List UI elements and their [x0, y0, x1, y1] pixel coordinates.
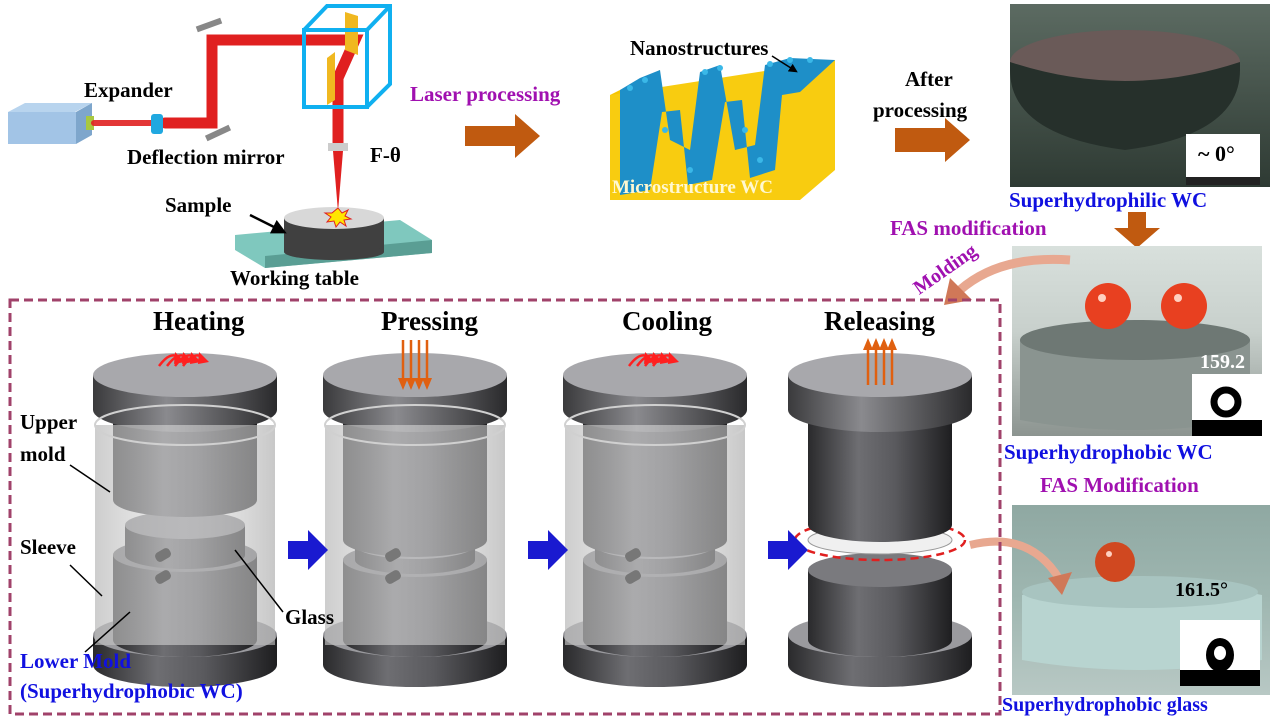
mold-assemblies: [93, 338, 972, 687]
label-lower-mold-sub: (Superhydrophobic WC): [20, 679, 243, 703]
upper-mold-3-bottom: [808, 508, 952, 542]
step-arrow-1: [288, 530, 328, 570]
molding-arrowhead: [944, 278, 972, 305]
press-arrowhead-icon: [422, 378, 432, 390]
upper-mold-cap-0-top: [93, 353, 277, 397]
photo-superhydrophilic-wc: [1010, 4, 1270, 187]
laser-aperture: [86, 116, 94, 130]
step-arrow-2: [528, 530, 568, 570]
pin-icon-0: [155, 548, 171, 562]
label-microstructure-wc: Microstructure WC: [612, 177, 773, 198]
release-arrowhead-icon: [871, 338, 881, 350]
mirror-1: [195, 17, 223, 33]
sleeve-rim-1: [324, 404, 506, 446]
pin-icon-1: [385, 548, 401, 562]
galvo-mirror-1: [345, 12, 358, 55]
laser-source: [8, 112, 76, 144]
galvo-scanner-box: [302, 4, 392, 109]
label-working-table: Working table: [230, 266, 359, 290]
sleeve-rim-0: [94, 404, 276, 446]
laser-setup: [8, 4, 432, 268]
sample-disk-bottom: [284, 244, 384, 260]
microstructure-diagram: [610, 55, 835, 200]
label-processing: processing: [873, 98, 968, 122]
nanostructures-pointer: [771, 55, 798, 73]
upper-mold-cap-2-top: [563, 353, 747, 397]
label-laser-processing: Laser processing: [410, 82, 561, 106]
pin-icon-2: [625, 548, 641, 562]
molding-arrow: [957, 254, 1071, 294]
step-arrows: [288, 530, 808, 570]
sleeve-rim-2: [564, 404, 746, 446]
pin-icon-b-1: [385, 570, 401, 584]
label-fas-modification: FAS modification: [890, 216, 1047, 240]
press-arrowhead-icon: [398, 378, 408, 390]
laser-source-top: [8, 103, 92, 112]
label-f-theta: F-θ: [370, 143, 401, 167]
upper-mold-cap-2-bottom: [563, 388, 747, 432]
contact-angle-superhydrophilic: ~ 0°: [1198, 141, 1235, 166]
step-heading-heating: Heating: [153, 306, 245, 336]
release-arrowhead-icon: [887, 338, 897, 350]
contact-angle-superhydrophobic-wc: 159.2: [1200, 351, 1245, 373]
laser-source-side: [76, 103, 92, 144]
label-deflection-mirror: Deflection mirror: [127, 145, 285, 169]
upper-mold-cap-3-bottom: [788, 388, 972, 432]
step-heading-pressing: Pressing: [381, 306, 479, 336]
lower-mold-3-top: [808, 553, 952, 587]
galvo-mirror-2: [327, 52, 335, 105]
label-after: After: [905, 67, 953, 91]
caption-superhydrophobic-wc: Superhydrophobic WC: [1004, 440, 1213, 464]
step-heading-releasing: Releasing: [824, 306, 935, 336]
label-mold: mold: [20, 442, 66, 466]
caption-fas-modification: FAS Modification: [1040, 473, 1199, 497]
upper-mold-cap-1-top: [323, 353, 507, 397]
expander-lens: [151, 114, 163, 134]
press-arrowhead-icon: [414, 378, 424, 390]
caption-superhydrophilic-wc: Superhydrophilic WC: [1009, 188, 1208, 212]
press-arrowhead-icon: [406, 378, 416, 390]
label-glass: Glass: [285, 605, 335, 629]
sleeve-2: [565, 425, 745, 645]
heat-wave-head-icon: [198, 352, 209, 364]
pin-icon-b-2: [625, 570, 641, 584]
sleeve-0: [95, 425, 275, 645]
photo-superhydrophobic-wc: [1012, 246, 1262, 436]
contact-angle-superhydrophobic-glass: 161.5°: [1175, 579, 1228, 601]
caption-superhydrophobic-glass: Superhydrophobic glass: [1002, 694, 1208, 716]
lower-mold-3-bottom: [808, 623, 952, 657]
process-arrow-2: [895, 118, 970, 162]
focused-beam: [333, 151, 343, 212]
mold-label-pointers: [69, 464, 284, 653]
pin-icon-b-0: [155, 570, 171, 584]
photo-superhydrophobic-glass: [969, 505, 1270, 695]
label-upper: Upper: [20, 410, 78, 434]
upper-mold-cap-1-bottom: [323, 388, 507, 432]
glass-pointer-arrow: [969, 537, 1064, 583]
process-arrow-1: [465, 114, 540, 158]
label-expander: Expander: [84, 78, 173, 102]
f-theta-lens: [328, 143, 348, 151]
molding-process-frame: [8, 298, 1002, 716]
release-arrowhead-icon: [863, 338, 873, 350]
laser-beam: [91, 34, 364, 148]
release-arrowhead-icon: [879, 338, 889, 350]
sample-pointer-arrow: [249, 213, 287, 234]
label-lower-mold: Lower Mold: [20, 649, 132, 673]
fas-down-arrow: [1114, 212, 1160, 248]
upper-mold-cap-0-bottom: [93, 388, 277, 432]
step-arrow-3: [768, 530, 808, 570]
upper-mold-cap-3-top: [788, 353, 972, 397]
label-sample: Sample: [165, 193, 232, 217]
step-heading-cooling: Cooling: [622, 306, 713, 336]
sleeve-1: [325, 425, 505, 645]
cool-wave-head-icon: [668, 352, 679, 364]
glass-pointer-arrowhead: [1048, 572, 1072, 595]
mirror-2: [204, 124, 232, 142]
laser-spark-icon: [323, 207, 353, 229]
label-sleeve: Sleeve: [20, 535, 76, 559]
label-nanostructures: Nanostructures: [630, 36, 769, 60]
glass-highlight-ellipse: [793, 518, 967, 562]
